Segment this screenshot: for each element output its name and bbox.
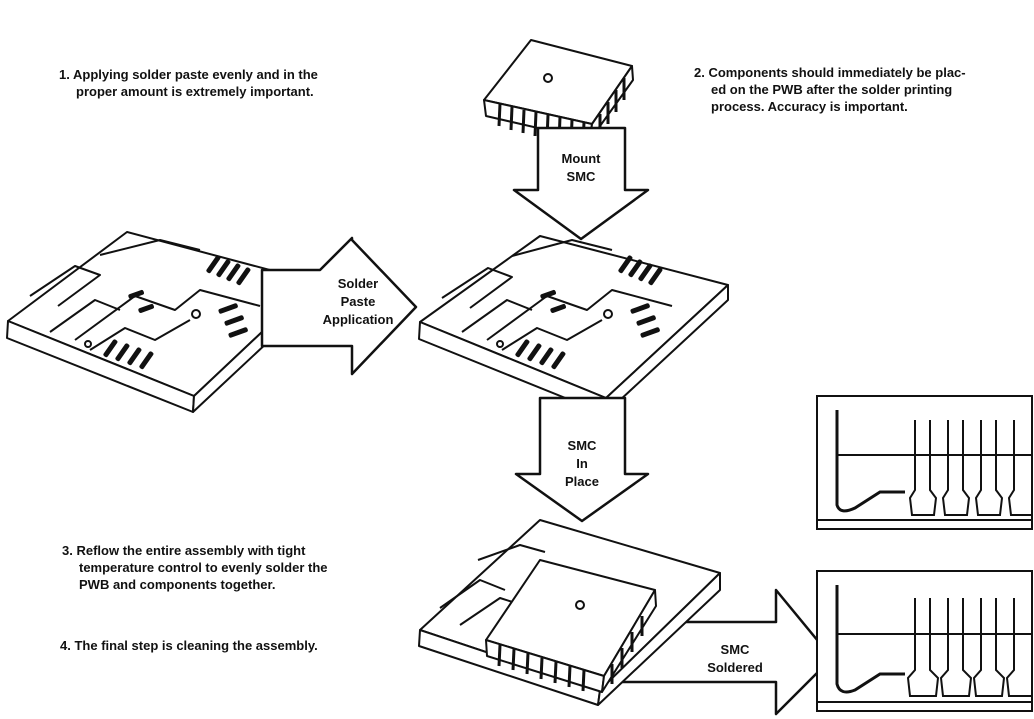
step-4-line-1: The final step is cleaning the assembly.	[74, 638, 318, 653]
step-2-line-1: Components should immediately be plac-	[708, 65, 966, 80]
smc-in-place-arrow: SMC In Place	[514, 396, 650, 523]
mount-arrow-label-2: SMC	[567, 169, 597, 184]
pwb-board-middle	[418, 235, 729, 415]
paste-arrow-label-3: Application	[323, 312, 394, 327]
pwb-board-bottom	[418, 519, 721, 706]
leads-before	[908, 420, 1032, 516]
step-1-line-2: proper amount is extremely important.	[76, 84, 314, 99]
step-2-line-3: process. Accuracy is important.	[711, 99, 908, 114]
in-place-arrow-label-1: SMC	[568, 438, 598, 453]
cross-section-before	[816, 395, 1033, 530]
cross-section-after	[816, 570, 1033, 712]
step-3-note: 3. Reflow the entire assembly with tight…	[62, 542, 328, 593]
mount-arrow-label-1: Mount	[562, 151, 602, 166]
leads-after	[906, 598, 1032, 697]
step-4-note: 4. The final step is cleaning the assemb…	[60, 637, 318, 654]
soldered-arrow-label-1: SMC	[721, 642, 751, 657]
step-3-line-1: Reflow the entire assembly with tight	[76, 543, 306, 558]
smc-soldered-arrow: SMC Soldered	[606, 588, 834, 716]
step-1-line-1: Applying solder paste evenly and in the	[72, 67, 318, 82]
smc-chip-mounted	[485, 559, 657, 693]
step-3-line-3: PWB and components together.	[79, 577, 276, 592]
solder-pads-left	[103, 255, 251, 370]
soldered-arrow-label-2: Soldered	[707, 660, 763, 675]
solder-pads-middle	[515, 255, 663, 370]
mount-smc-arrow: Mount SMC	[512, 126, 650, 241]
in-place-arrow-label-3: Place	[565, 474, 599, 489]
step-2-note: 2. Components should immediately be plac…	[694, 64, 966, 115]
paste-arrow-label-2: Paste	[341, 294, 376, 309]
in-place-arrow-label-2: In	[576, 456, 588, 471]
paste-arrow-label-1: Solder	[338, 276, 378, 291]
step-4-number: 4.	[60, 638, 71, 653]
step-3-line-2: temperature control to evenly solder the	[79, 560, 328, 575]
step-1-number: 1.	[59, 67, 70, 82]
step-2-line-2: ed on the PWB after the solder printing	[711, 82, 953, 97]
step-1-note: 1. Applying solder paste evenly and in t…	[59, 66, 318, 100]
solder-paste-arrow: Solder Paste Application	[260, 236, 418, 376]
step-2-number: 2.	[694, 65, 705, 80]
step-3-number: 3.	[62, 543, 73, 558]
